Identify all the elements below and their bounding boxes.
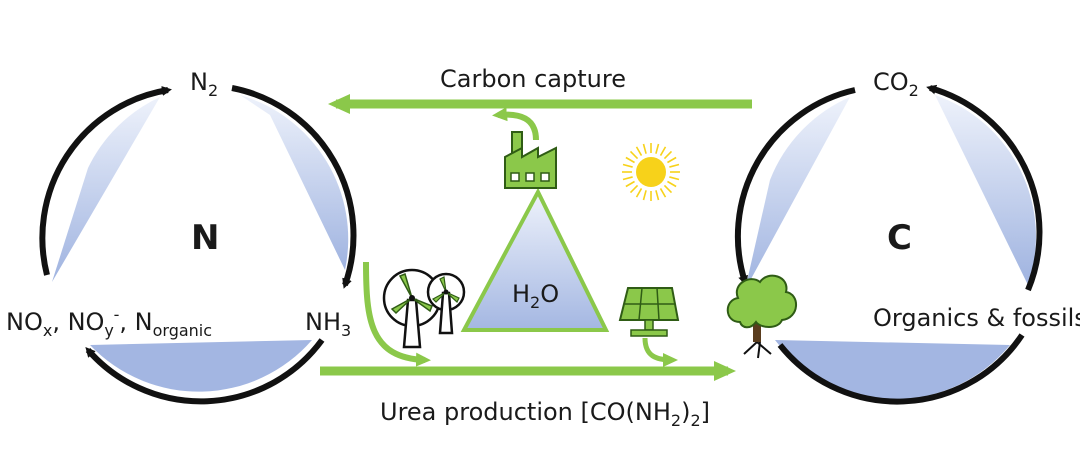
sun-ray (622, 176, 633, 181)
sun-ray (642, 190, 647, 201)
organics-fossils-label: Organics & fossils (873, 304, 1080, 332)
co2-label: CO2 (873, 68, 919, 100)
tree-icon (726, 274, 797, 359)
sun-ray (625, 156, 635, 164)
sun-ray (655, 190, 660, 201)
c-cycle-wedge-right (935, 95, 1036, 285)
n-cycle (39, 85, 357, 405)
sun-icon (622, 143, 680, 201)
nh3-label: NH3 (305, 308, 351, 340)
c-cycle-arrow-bottom (777, 333, 1025, 405)
n-cycle-wedge-right (240, 95, 349, 270)
c-cycle-wedge-left (745, 97, 850, 290)
h2o-label: H2O (512, 280, 559, 312)
sun-ray (622, 163, 633, 168)
sun-ray (642, 143, 647, 154)
n-cycle-arrow-bottom (85, 338, 325, 405)
sun-ray (669, 176, 680, 181)
green-flows (320, 94, 752, 381)
carbon-capture-label: Carbon capture (440, 65, 626, 93)
factory-icon (504, 131, 557, 189)
sun-ray (667, 156, 677, 164)
n-cycle-arrow-top-left (39, 86, 172, 276)
solar-to-urea-arrow (642, 337, 678, 367)
c-cycle-title: C (887, 218, 912, 258)
sun-ray (629, 184, 639, 194)
sun-ray (663, 184, 673, 194)
n-cycle-wedge-left (52, 97, 160, 282)
n-cycle-wedge-bottom (90, 340, 312, 392)
sun-ray (663, 150, 673, 160)
c-cycle-wedge-bottom (775, 340, 1010, 400)
solar-panel-icon (618, 287, 680, 337)
sun-ray (669, 163, 680, 168)
n2-label: N2 (190, 68, 218, 100)
sun-ray (667, 180, 677, 188)
n-cycle-title: N (191, 218, 219, 258)
sun-ray (635, 146, 643, 156)
sun-ray (629, 150, 639, 160)
urea-production-label: Urea production [CO(NH2)2] (380, 398, 710, 430)
sun-ray (659, 188, 667, 198)
c-cycle-arrow-top-left (734, 87, 856, 286)
sun-ray (655, 143, 660, 154)
water-triangle (460, 187, 610, 332)
sun-ray (625, 180, 635, 188)
wind-turbine-icon (382, 268, 466, 349)
c-cycle-arrow-top-right (926, 84, 1043, 292)
nh3-to-urea-arrow (363, 261, 431, 367)
sun-ray (635, 188, 643, 198)
factory-emission-arrow (492, 107, 539, 141)
sun-ray (659, 146, 667, 156)
n-cycle-arrow-top-right (231, 85, 357, 289)
c-cycle (734, 84, 1043, 405)
nitrogen-species-label: NOx, NOy-, Norganic (6, 305, 212, 340)
